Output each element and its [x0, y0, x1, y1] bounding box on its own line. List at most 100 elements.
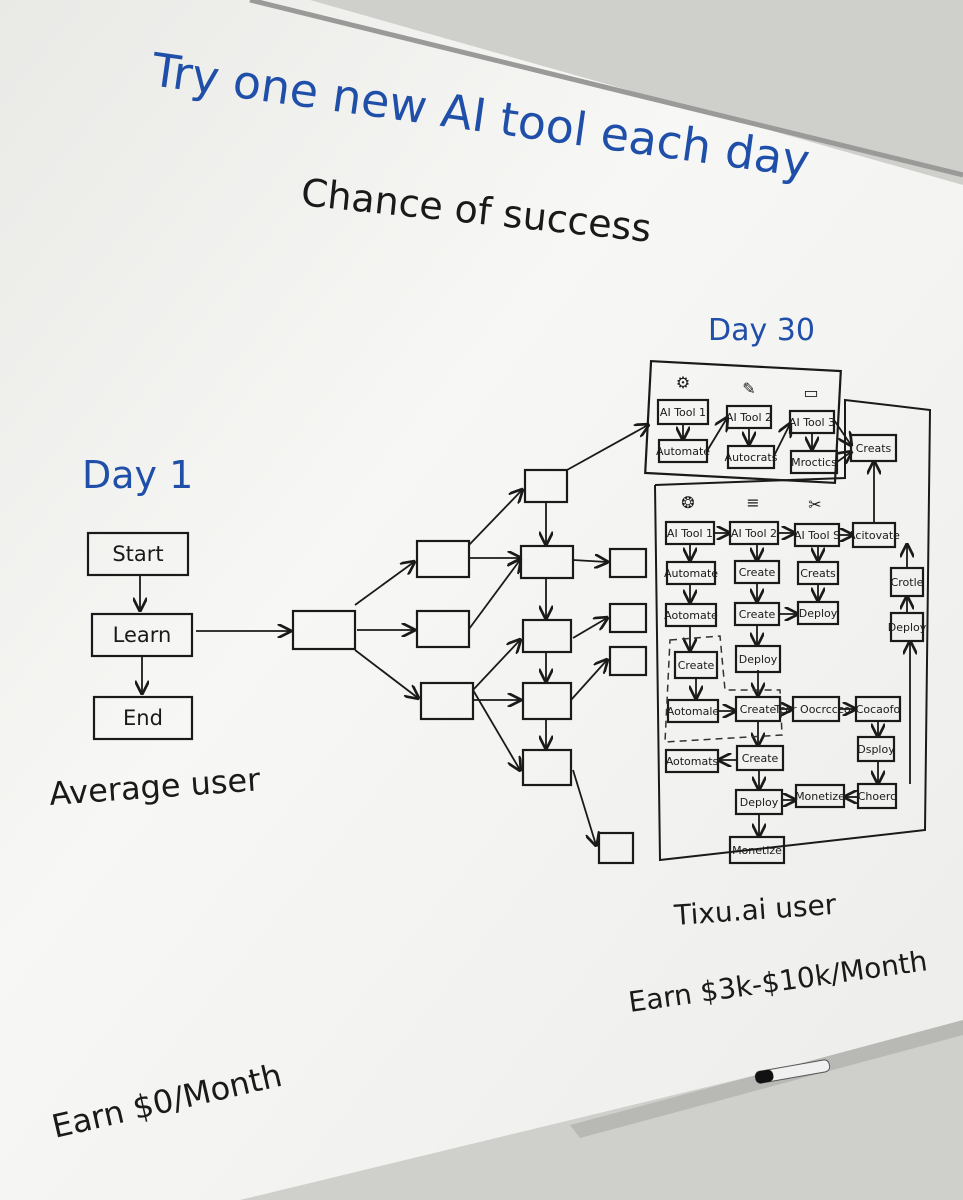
workflow-node-box: [728, 520, 780, 546]
workflow-node: Deploy: [796, 600, 840, 626]
day1-step-node-label: End: [123, 706, 163, 730]
workflow-node-label: Aotomats: [666, 755, 719, 768]
workflow-node-box: [794, 783, 846, 809]
blank-node: [415, 539, 471, 579]
workflow-node: Create: [673, 650, 719, 680]
document-edit-icon: ✎: [742, 379, 755, 398]
workflow-node: Acitovate: [848, 521, 900, 549]
top-group-node-box: [725, 404, 773, 430]
top-group-node: Automate: [656, 438, 710, 464]
workflow-node-box: [733, 601, 781, 627]
blank-node-box: [415, 609, 471, 649]
blank-node-box: [415, 539, 471, 579]
blank-node-box: [519, 544, 575, 580]
blank-node: [597, 831, 635, 865]
blank-node: [608, 547, 648, 579]
workflow-node-label: AI Tool S: [794, 529, 840, 542]
day1-step-node: Learn: [90, 612, 194, 658]
top-group-node-box: [656, 398, 710, 426]
top-group-node: AI Tool 2: [725, 404, 773, 430]
workflow-node-label: Dsploy: [857, 743, 895, 756]
workflow-node-label: Aotomate: [664, 609, 718, 622]
workflow-node-box: [791, 695, 841, 723]
arrow: [833, 419, 851, 445]
blank-node: [608, 645, 648, 677]
workflow-node-label: Tcor Oocrcccon: [773, 703, 857, 716]
workflow-node-label: AI Tool 1: [667, 527, 713, 540]
blank-node: [608, 602, 648, 634]
blank-node-box: [521, 748, 573, 787]
workflow-node-box: [856, 735, 896, 763]
workflow-node: Aotomale: [666, 698, 720, 724]
workflow-node-box: [664, 602, 718, 628]
blank-node-box: [291, 609, 357, 651]
top-group-node-box: [657, 438, 709, 464]
workflow-node-box: [664, 748, 720, 774]
workflow-node-label: Create: [740, 703, 777, 716]
top-group-node-label: AI Tool 3: [789, 416, 835, 429]
blank-node-box: [608, 547, 648, 579]
workflow-node-label: Aotomale: [667, 705, 720, 718]
workflow-node: Aotomats: [664, 748, 720, 774]
workflow-node-box: [854, 695, 902, 723]
arrow: [472, 640, 520, 691]
workflow-node-box: [793, 522, 841, 548]
workflow-node-label: Create: [739, 566, 776, 579]
workflow-node-box: [733, 559, 781, 585]
workflow-node: Dsploy: [856, 735, 896, 763]
arrow: [468, 560, 520, 630]
arrow: [354, 562, 414, 606]
top-group-node-box: [726, 444, 776, 470]
blank-node-box: [521, 681, 573, 721]
workflow-node: Crotle: [889, 566, 925, 598]
blank-node: [419, 681, 475, 721]
blank-node: [415, 609, 471, 649]
blank-node: [523, 468, 569, 504]
workflow-node-box: [734, 788, 784, 816]
blank-node: [291, 609, 357, 651]
workflow-node-box: [734, 644, 782, 674]
day1-step-node-label: Start: [112, 542, 163, 566]
workflow-node: Choerc: [856, 782, 898, 810]
workflow-node-label: Create: [678, 659, 715, 672]
workflow-node: AI Tool S: [793, 522, 841, 548]
day1-step-node: Start: [86, 531, 190, 577]
top-tool-group-box: [644, 359, 842, 485]
top-group-node-label: Autocrats: [725, 451, 778, 464]
workflow-node-label: Acitovate: [848, 529, 900, 542]
top-group-node-label: Mroctics: [791, 456, 837, 469]
top-group-icons: ⚙ ✎ ▭ ❂ ≡ ✂: [676, 373, 822, 514]
workflow-node: Aotomate: [664, 602, 718, 628]
workflow-node-box: [796, 600, 840, 626]
workflow-node-label: Create: [739, 608, 776, 621]
workflow-node-box: [889, 566, 925, 598]
workflow-node: Creats: [849, 433, 898, 463]
day1-step-node-box: [92, 695, 194, 741]
top-group-node-box: [788, 409, 836, 435]
workflow-node: AI Tool 1: [664, 520, 716, 546]
workflow-node-box: [849, 433, 898, 463]
blank-node-box: [521, 618, 573, 654]
top-group-node: AI Tool 1: [656, 398, 710, 426]
workflow-node-label: Automate: [664, 567, 718, 580]
top-group-node-label: AI Tool 2: [726, 411, 772, 424]
arrow: [706, 418, 727, 452]
blank-node: [519, 544, 575, 580]
day1-step-node-label: Learn: [113, 623, 172, 647]
workflow-node-box: [666, 698, 720, 724]
workflow-node: Automate: [664, 560, 718, 586]
workflow-node: Deploy: [734, 788, 784, 816]
workflow-node: AI Tool 2: [728, 520, 780, 546]
arrow: [472, 689, 520, 770]
top-group-node: AI Tool 3: [788, 409, 836, 435]
top-group-node-label: AI Tool 1: [660, 406, 706, 419]
workflow-node-label: Choerc: [858, 790, 896, 803]
workflow-node-label: Creats: [856, 442, 892, 455]
marker[interactable]: [754, 1059, 831, 1084]
workflow-node: Cocaofo: [854, 695, 902, 723]
workflow-node: Tcor Oocrcccon: [773, 695, 858, 723]
workflow-node-box: [796, 560, 840, 586]
dashed-group: [664, 635, 783, 743]
